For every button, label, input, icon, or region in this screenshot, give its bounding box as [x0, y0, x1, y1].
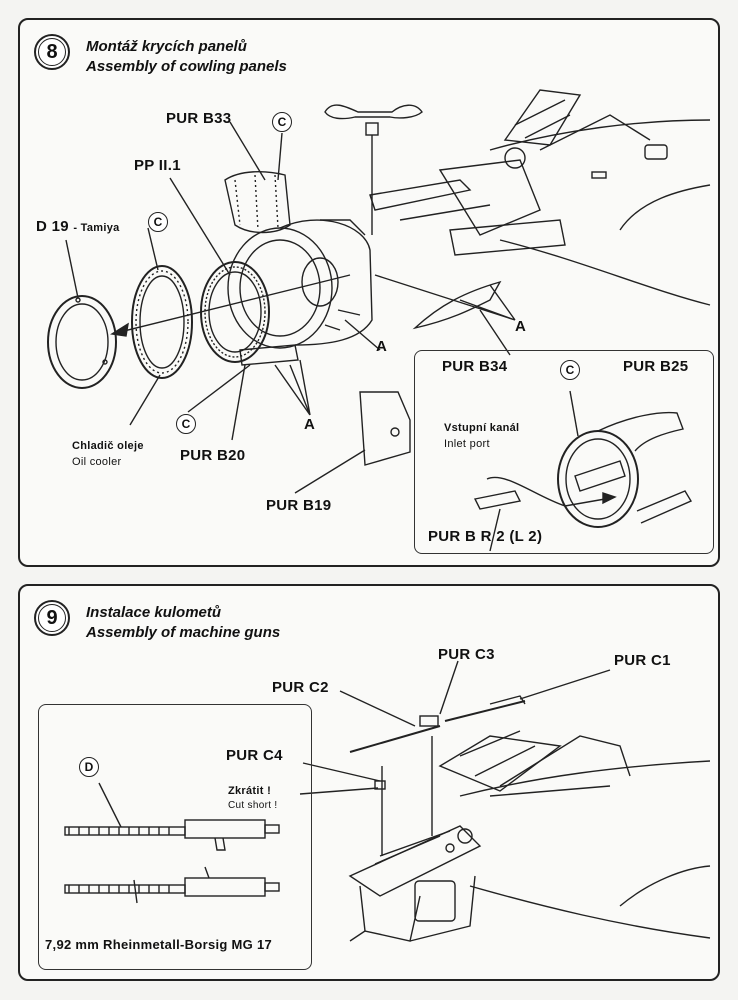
marker-d: D — [79, 757, 99, 777]
label-a-bottom: A — [304, 416, 316, 433]
marker-c-left: C — [148, 212, 168, 232]
label-pur-b19: PUR B19 — [266, 497, 332, 514]
label-d19-part: D 19 — [36, 218, 69, 235]
label-a-right: A — [515, 318, 527, 335]
step-number-9: 9 — [34, 600, 70, 636]
label-pur-br2: PUR B R 2 (L 2) — [428, 528, 543, 545]
step-8-panel: 8 Montáž krycích panelů Assembly of cowl… — [18, 18, 720, 567]
label-cut-short: Cut short ! — [228, 800, 278, 811]
label-oil-cooler: Oil cooler — [72, 456, 122, 468]
inlet-port-drawing — [473, 390, 693, 552]
label-a-center: A — [376, 338, 388, 355]
mg17-drawing — [64, 782, 280, 904]
marker-c-inset: C — [560, 360, 580, 380]
step-8-title-en: Assembly of cowling panels — [86, 58, 287, 75]
label-pur-b33: PUR B33 — [166, 110, 232, 127]
inlet-port-inset — [414, 350, 714, 554]
step-8-title-cz: Montáž krycích panelů — [86, 38, 247, 55]
label-d19: D 19 - Tamiya — [36, 218, 120, 235]
label-pur-c1: PUR C1 — [614, 652, 671, 669]
label-pur-b34: PUR B34 — [442, 358, 508, 375]
marker-c-top: C — [272, 112, 292, 132]
label-chladic-oleje: Chladič oleje — [72, 440, 144, 452]
label-pur-c2: PUR C2 — [272, 679, 329, 696]
step-number-8: 8 — [34, 34, 70, 70]
label-pur-b25: PUR B25 — [623, 358, 689, 375]
label-pur-c3: PUR C3 — [438, 646, 495, 663]
step-9-title-cz: Instalace kulometů — [86, 604, 222, 621]
label-pp-ii1: PP II.1 — [134, 157, 181, 174]
label-pur-b20: PUR B20 — [180, 447, 246, 464]
label-pur-c4: PUR C4 — [226, 747, 283, 764]
label-d19-note: - Tamiya — [73, 222, 120, 234]
label-vstupni-kanal: Vstupní kanál — [444, 422, 520, 434]
marker-c-bottom: C — [176, 414, 196, 434]
label-inlet-port: Inlet port — [444, 438, 490, 450]
step-9-title-en: Assembly of machine guns — [86, 624, 281, 641]
label-zkratit: Zkrátit ! — [228, 785, 272, 797]
machine-gun-assembly-drawing — [299, 660, 711, 942]
cowling-assembly-drawing — [47, 89, 711, 494]
mg17-caption: 7,92 mm Rheinmetall-Borsig MG 17 — [45, 937, 273, 952]
step-9-panel: 9 Instalace kulometů Assembly of machine… — [18, 584, 720, 981]
mg17-inset: D 7,92 mm Rheinmetall-Borsig MG 17 — [38, 704, 312, 970]
